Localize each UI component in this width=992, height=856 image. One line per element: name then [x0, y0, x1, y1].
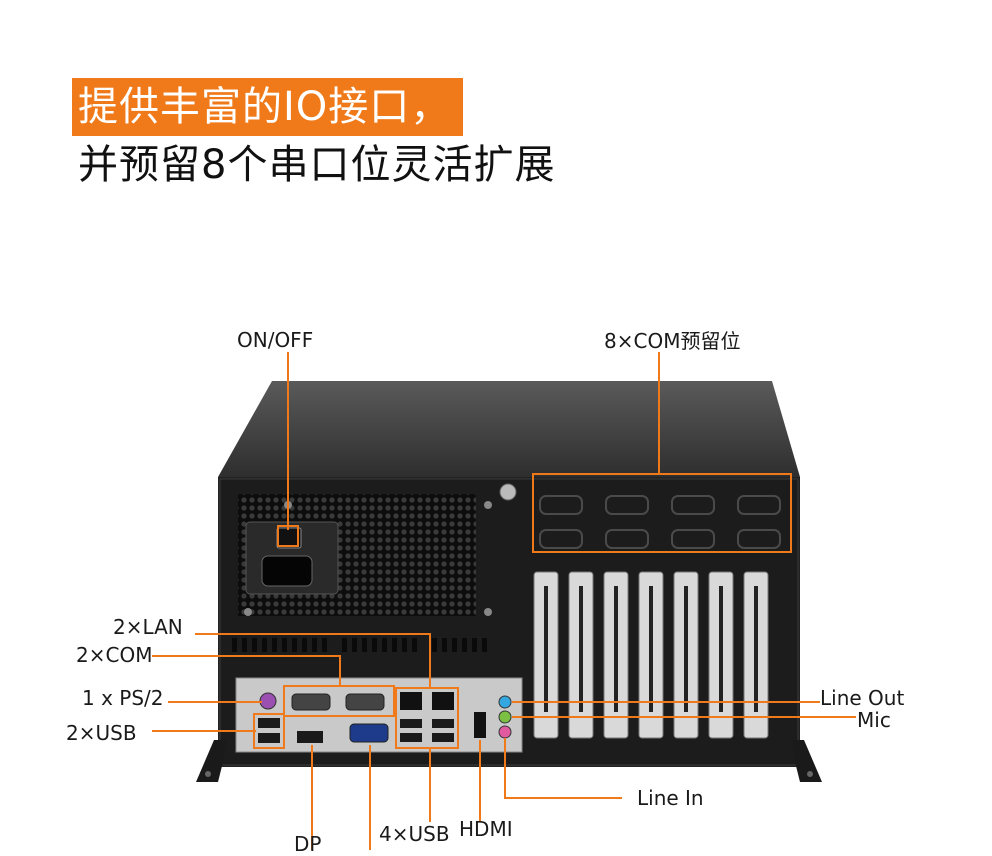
label-line-in: Line In [637, 786, 704, 810]
label-com-reserved: 8×COM预留位 [604, 329, 741, 353]
label-mic: Mic [857, 708, 891, 732]
usb-port [432, 719, 454, 728]
usb-port [400, 719, 422, 728]
headline-line-2: 并预留8个串口位灵活扩展 [78, 142, 556, 188]
label-dp: DP [294, 832, 322, 856]
hdmi-port [474, 712, 486, 738]
chassis-top [218, 381, 800, 477]
label-4x-usb: 4×USB [379, 822, 450, 846]
callout-lines [152, 352, 856, 850]
ps2-port [259, 692, 277, 710]
label-on-off: ON/OFF [237, 328, 314, 352]
chassis-foot [792, 740, 822, 782]
label-2x-lan: 2×LAN [113, 615, 183, 639]
lan-port [432, 692, 454, 710]
label-line-out: Line Out [820, 686, 905, 710]
usb-port [400, 733, 422, 742]
usb-port [258, 733, 280, 743]
vga-port [349, 723, 389, 743]
mic-jack [498, 710, 512, 724]
com-port [291, 693, 331, 711]
com-knockouts [539, 495, 781, 549]
expansion-slots [533, 571, 769, 739]
line-in-jack [498, 725, 512, 739]
headline-line-1: 提供丰富的IO接口， [72, 78, 464, 136]
power-inlet [261, 555, 313, 587]
com-port [345, 693, 385, 711]
label-ps2: 1 x PS/2 [82, 686, 164, 710]
label-2x-usb-left: 2×USB [66, 721, 137, 745]
headline: 提供丰富的IO接口， 并预留8个串口位灵活扩展 [72, 78, 555, 194]
usb-port [432, 733, 454, 742]
thumb-screw [499, 483, 517, 501]
label-2x-com: 2×COM [76, 643, 153, 667]
label-hdmi: HDMI [459, 817, 513, 841]
usb-port [258, 718, 280, 728]
lan-port [400, 692, 422, 710]
dp-port [297, 731, 323, 743]
vent-slots [232, 638, 487, 652]
chassis-foot [196, 740, 226, 782]
line-out-jack [498, 695, 512, 709]
